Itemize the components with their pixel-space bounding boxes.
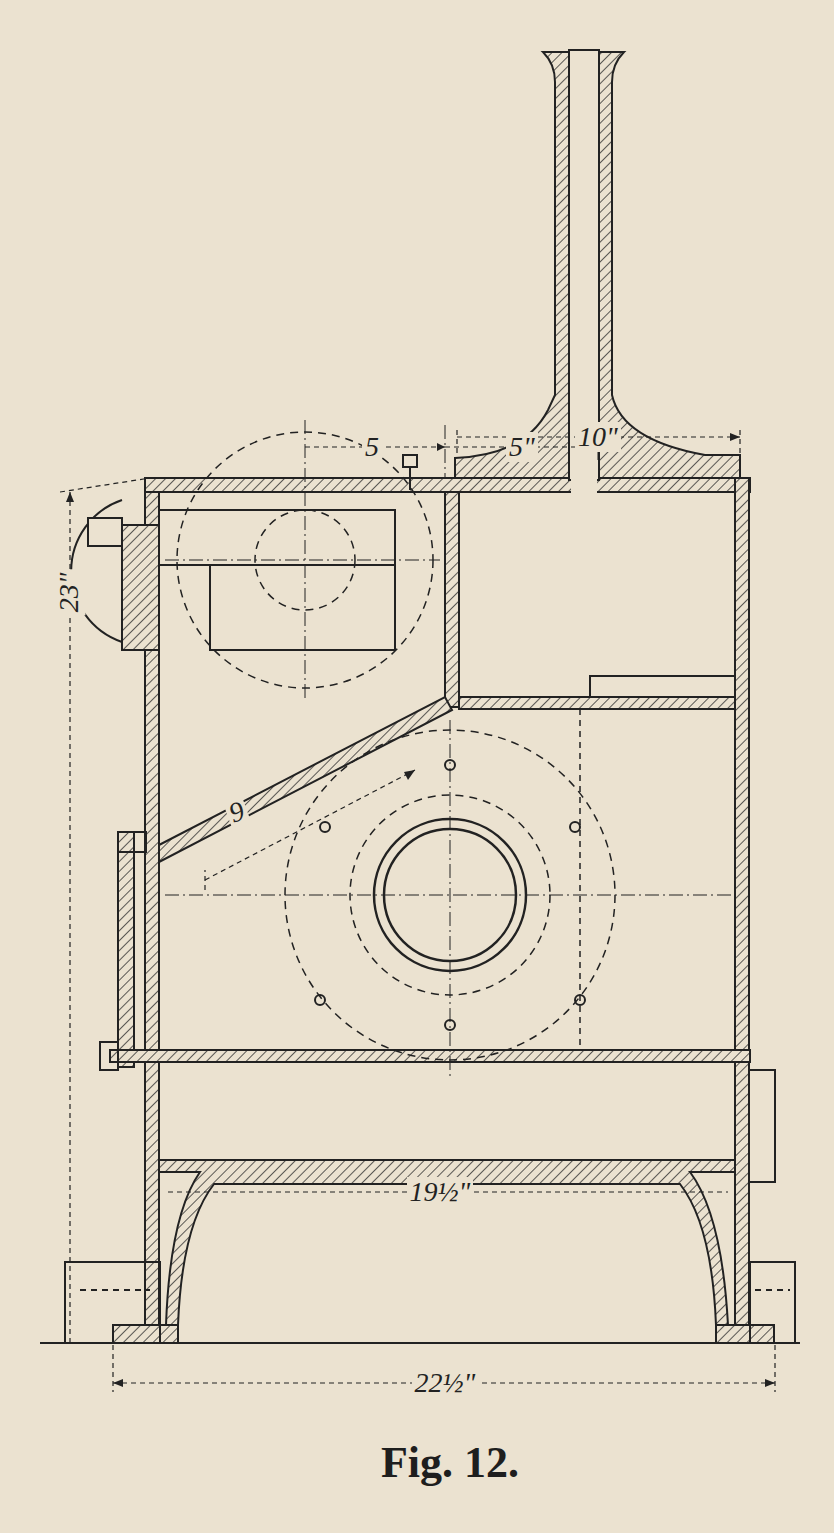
figure-caption: Fig. 12. — [381, 1437, 519, 1488]
dimension-label: 5 — [362, 432, 382, 463]
dimension-label: 23" — [55, 569, 86, 615]
dimension-label: 19½" — [407, 1177, 474, 1208]
dimension-label: 10" — [575, 422, 621, 453]
dimension-label: 22½" — [412, 1368, 479, 1399]
dimension-label: 5" — [506, 432, 538, 463]
